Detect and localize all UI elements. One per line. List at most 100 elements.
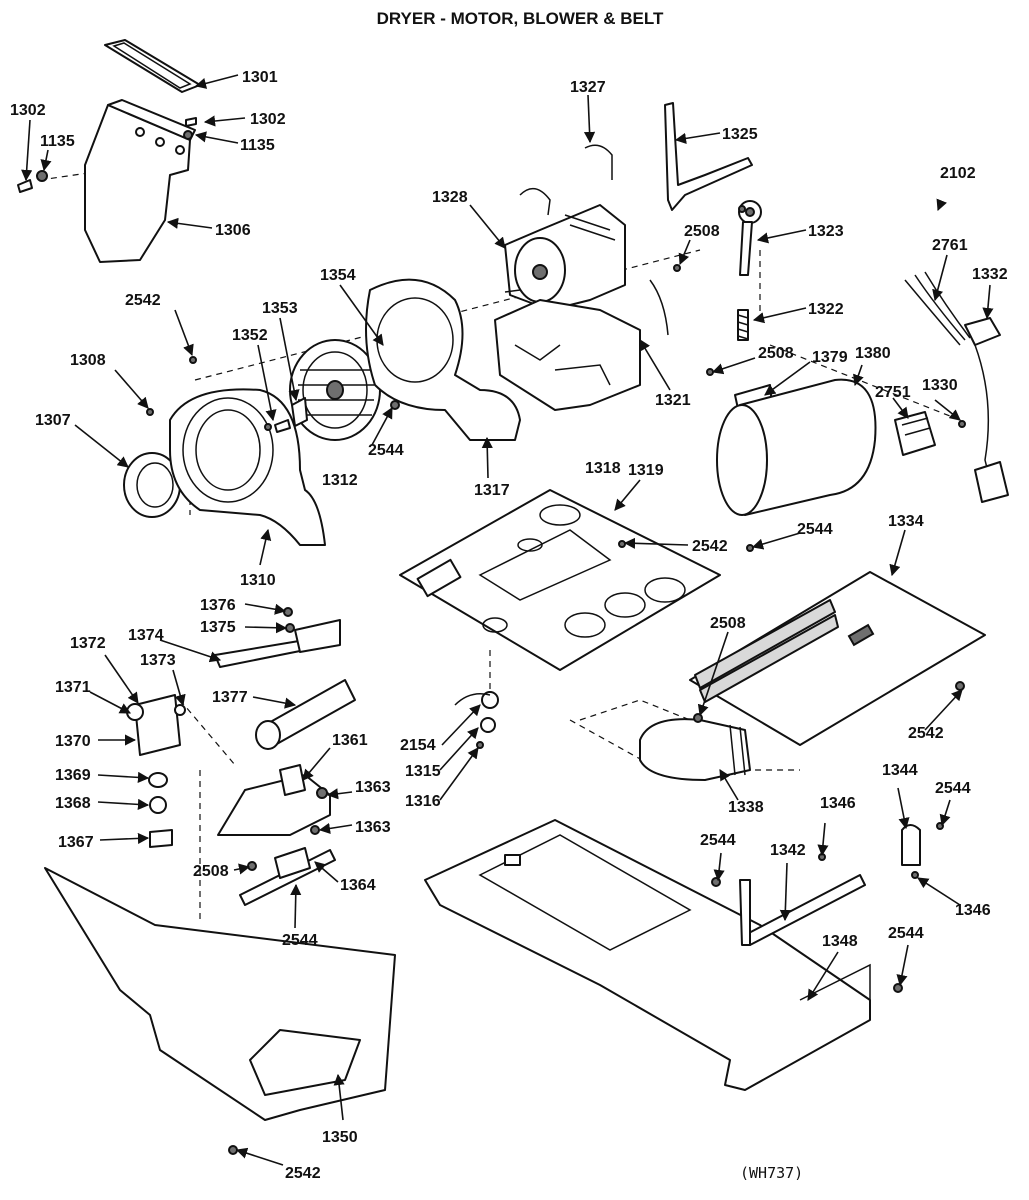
label-2508: 2508	[193, 863, 229, 880]
label-1368: 1368	[55, 795, 91, 812]
part-1317-fan-housing	[365, 278, 521, 441]
part-1348-base-frame	[424, 819, 871, 1091]
label-2544: 2544	[282, 932, 318, 949]
part-1361-bracket	[217, 764, 331, 836]
label-1312: 1312	[322, 472, 358, 489]
part-1327-clips	[519, 144, 613, 216]
label-2102: 2102	[940, 165, 976, 182]
label-2508: 2508	[684, 223, 720, 240]
label-1353: 1353	[262, 300, 298, 317]
label-1307: 1307	[35, 412, 71, 429]
label-1338: 1338	[728, 799, 764, 816]
part-1321-wire	[649, 279, 669, 336]
part-1306-duct	[84, 99, 196, 263]
label-1135: 1135	[40, 133, 75, 150]
label-1342: 1342	[770, 842, 806, 859]
label-1372: 1372	[70, 635, 106, 652]
part-1319-base-panel	[399, 489, 721, 671]
label-1344: 1344	[882, 762, 918, 779]
part-1350-side-panel	[44, 867, 396, 1121]
part-1322-spring	[737, 309, 749, 341]
label-2542: 2542	[908, 725, 944, 742]
label-1306: 1306	[215, 222, 251, 239]
label-1308: 1308	[70, 352, 106, 369]
label-2508: 2508	[758, 345, 794, 362]
label-1315: 1315	[405, 763, 441, 780]
label-1334: 1334	[888, 513, 924, 530]
label-1323: 1323	[808, 223, 844, 240]
label-1316: 1316	[405, 793, 441, 810]
part-1374-lamp	[214, 607, 341, 668]
label-2544: 2544	[935, 780, 971, 797]
parts-1352-1353	[274, 397, 308, 433]
label-1332: 1332	[972, 266, 1008, 283]
label-1375: 1375	[200, 619, 236, 636]
label-1377: 1377	[212, 689, 248, 706]
part-1318-motor-mount	[494, 299, 641, 411]
label-1364: 1364	[340, 877, 376, 894]
part-1307-ring	[123, 452, 181, 518]
part-1325-belt	[664, 102, 753, 211]
label-2544: 2544	[700, 832, 736, 849]
label-1318: 1318	[585, 460, 621, 477]
part-1380-drum	[716, 378, 877, 516]
label-1369: 1369	[55, 767, 91, 784]
label-2542: 2542	[285, 1165, 321, 1182]
label-1317: 1317	[474, 482, 510, 499]
label-1367: 1367	[58, 834, 94, 851]
part-1334-heater-panel	[689, 571, 986, 746]
part-1342-bracket	[739, 874, 866, 946]
part-1332-power-cord	[904, 271, 1009, 503]
label-2544: 2544	[797, 521, 833, 538]
label-1328: 1328	[432, 189, 468, 206]
label-2542: 2542	[125, 292, 161, 309]
label-2544: 2544	[888, 925, 924, 942]
part-1364-rod	[239, 847, 336, 906]
diagram-title: DRYER - MOTOR, BLOWER & BELT	[377, 9, 664, 28]
label-1348: 1348	[822, 933, 858, 950]
label-1379: 1379	[812, 349, 848, 366]
part-1344-clip	[901, 824, 921, 866]
leader-lines	[21, 74, 994, 1166]
label-1350: 1350	[322, 1129, 358, 1146]
label-2751: 2751	[875, 384, 911, 401]
label-1346: 1346	[820, 795, 856, 812]
part-1338-heater-duct	[639, 718, 751, 781]
label-1322: 1322	[808, 301, 844, 318]
label-1135: 1135	[240, 137, 275, 154]
label-1363: 1363	[355, 779, 391, 796]
label-1310: 1310	[240, 572, 276, 589]
label-1363: 1363	[355, 819, 391, 836]
label-1376: 1376	[200, 597, 236, 614]
label-1321: 1321	[655, 392, 691, 409]
screws-top-left	[17, 117, 197, 193]
label-1352: 1352	[232, 327, 268, 344]
label-1301: 1301	[242, 69, 278, 86]
label-2508: 2508	[710, 615, 746, 632]
part-labels: 1301 1302 1302 1135 1135 1306 1327 1325 …	[10, 69, 1008, 1182]
label-1374: 1374	[128, 627, 164, 644]
part-1377-tube	[255, 679, 356, 750]
label-1302: 1302	[250, 111, 286, 128]
label-1330: 1330	[922, 377, 958, 394]
part-1370-timer-motor	[126, 694, 186, 756]
label-2761: 2761	[932, 237, 968, 254]
label-2542: 2542	[692, 538, 728, 555]
label-1325: 1325	[722, 126, 758, 143]
label-1302: 1302	[10, 102, 46, 119]
part-1301-gasket	[104, 39, 201, 93]
part-1312-blower-wheel	[289, 339, 381, 441]
label-1371: 1371	[55, 679, 91, 696]
label-1346: 1346	[955, 902, 991, 919]
label-1354: 1354	[320, 267, 356, 284]
part-1315-thermostat	[454, 691, 499, 733]
label-1327: 1327	[570, 79, 606, 96]
label-1361: 1361	[332, 732, 368, 749]
label-2544: 2544	[368, 442, 404, 459]
label-2154: 2154	[400, 737, 436, 754]
drawing-code: (WH737)	[740, 1164, 803, 1182]
label-1319: 1319	[628, 462, 664, 479]
part-1369-1367	[148, 772, 173, 848]
